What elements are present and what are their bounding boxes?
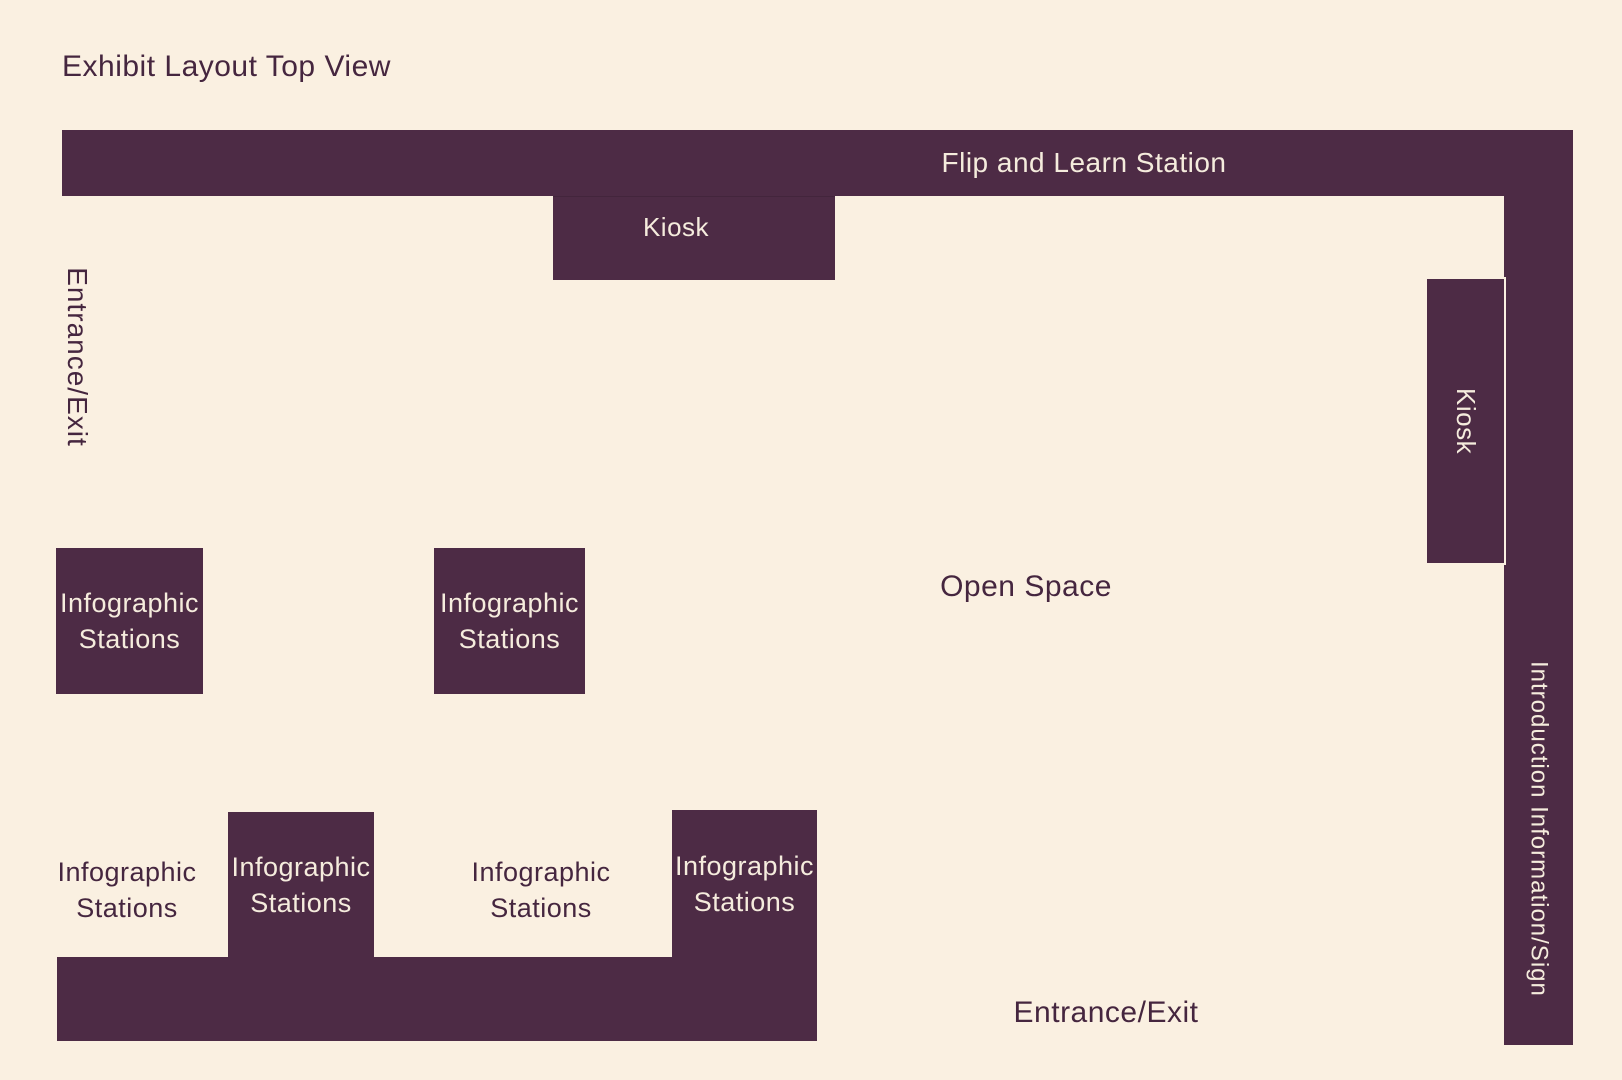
station-label-line: Stations bbox=[250, 888, 352, 918]
open-space-label: Open Space bbox=[940, 570, 1112, 603]
flip-and-learn-station-label: Flip and Learn Station bbox=[941, 147, 1227, 178]
flip-and-learn-station-area: Flip and Learn Station bbox=[62, 130, 1505, 196]
station-label-line: Infographic bbox=[231, 852, 371, 882]
kiosk-right-area: Kiosk bbox=[1427, 279, 1504, 563]
kiosk-top-label: Kiosk bbox=[642, 212, 710, 242]
station-label-line: Stations bbox=[76, 893, 178, 923]
page-title: Exhibit Layout Top View bbox=[62, 50, 391, 83]
bottom-wall-area bbox=[57, 957, 817, 1041]
entrance-exit-left-label: Entrance/Exit bbox=[62, 267, 93, 447]
station-label-line: Infographic bbox=[471, 857, 611, 887]
infographic-station-block-4: Infographic Stations bbox=[672, 810, 817, 958]
infographic-station-block-2: Infographic Stations bbox=[434, 548, 585, 694]
entrance-exit-bottom-label: Entrance/Exit bbox=[1013, 996, 1199, 1029]
infographic-station-text-2: Infographic Stations bbox=[471, 854, 610, 926]
station-label-line: Infographic bbox=[439, 588, 580, 618]
station-label-line: Infographic bbox=[59, 588, 200, 618]
station-label-line: Stations bbox=[490, 893, 592, 923]
infographic-station-text-1: Infographic Stations bbox=[57, 854, 196, 926]
station-label-line: Stations bbox=[458, 624, 561, 654]
infographic-station-block-1: Infographic Stations bbox=[56, 548, 203, 694]
kiosk-top-area: Kiosk bbox=[553, 196, 835, 280]
infographic-station-block-3: Infographic Stations bbox=[228, 812, 374, 958]
station-label-line: Stations bbox=[78, 624, 181, 654]
station-label-line: Infographic bbox=[674, 851, 815, 881]
introduction-sign-label: Introduction Information/Sign bbox=[1525, 661, 1553, 997]
station-label-line: Infographic bbox=[57, 857, 197, 887]
introduction-sign-area: Introduction Information/Sign bbox=[1504, 130, 1573, 1045]
kiosk-right-label: Kiosk bbox=[1451, 387, 1481, 455]
station-label-line: Stations bbox=[693, 887, 796, 917]
